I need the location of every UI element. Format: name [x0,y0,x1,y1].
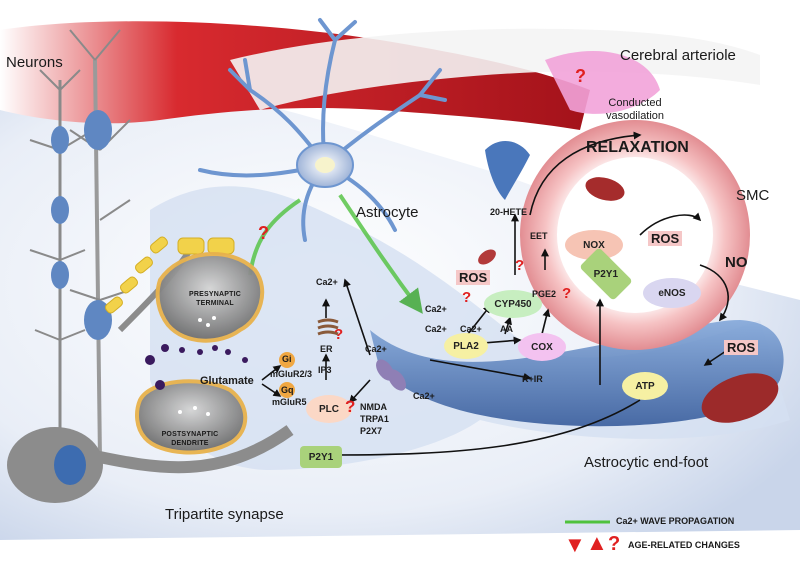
nox-ros-arrow [639,212,702,236]
enos-no-arrow [699,264,729,322]
astrocytic-endfoot-shape [370,320,784,427]
p2y1-bottom-pill: P2Y1 [300,446,342,468]
er-stack [317,318,339,336]
legend-up-arrow-icon: ▲ [586,530,608,555]
legend-age-label: AGE-RELATED CHANGES [628,540,740,550]
tripartite-synapse-label: Tripartite synapse [165,506,284,523]
aa-label: AA [500,324,513,334]
channel-nmda-label: NMDA [360,402,387,412]
glutamate-vesicles [145,344,248,390]
vasodilation-wave [545,51,660,114]
eet-label: EET [530,231,548,241]
ip3-label: IP3 [318,365,332,375]
postsynaptic-dendrite [135,379,248,455]
relaxation-arrow [529,131,642,216]
ca-recept-label: Ca2+ [365,344,387,354]
arteriole-wall [230,28,760,110]
channel-p2x7-label: P2X7 [360,426,383,436]
pla2-pill: PLA2 [444,333,488,359]
neurons-group [7,29,294,503]
ca-mid-label: Ca2+ [413,391,435,401]
no-label: NO [725,254,748,271]
question-ros: ? [462,289,472,306]
relaxation-label: RELAXATION [586,139,689,156]
cerebral-arteriole-label: Cerebral arteriole [620,47,736,64]
legend-wave-label: Ca2+ WAVE PROPAGATION [616,516,735,526]
ros-endfoot-label: ROS [724,340,759,355]
ca-b-label: Ca2+ [425,324,447,334]
legend-down-arrow-icon: ▼ [564,532,586,557]
mglur23-label: mGluR2/3 [270,369,313,379]
conducted-vasodilation-label: Conducted vasodilation [605,97,665,123]
terminal-dots [178,316,216,416]
question-plc: ? [345,397,356,416]
mitochondria [478,177,779,423]
er-label: ER [320,344,333,354]
ros-left-label: ROS [456,270,491,285]
atp-pill: ATP [622,372,668,400]
presynaptic-terminal [155,252,265,343]
question-er: ? [334,326,344,343]
question-astro: ? [258,223,269,243]
channel-ovals [376,359,406,391]
cyp450-pill: CYP450 [484,290,542,318]
gi-label: Gi [282,354,292,364]
astrocytic-endfoot-label: Astrocytic end-foot [584,454,709,471]
plc-pill: PLC [306,395,352,423]
hete-label: 20-HETE [490,207,528,217]
gq-label: Gq [281,385,294,395]
atp-p2y1-arrow [328,399,641,459]
perivascular-process [485,140,530,200]
question-eet: ? [515,257,525,274]
ca-top-label: Ca2+ [316,277,338,287]
ca-a-label: Ca2+ [425,304,447,314]
glutamate-label: Glutamate [200,375,254,387]
ros-smc-label: ROS [648,231,683,246]
enos-pill: eNOS [643,278,701,308]
kir-label: K+IR [522,374,543,384]
ca-c-label: Ca2+ [460,324,482,334]
neurons-label: Neurons [6,54,63,71]
myelin-segments [105,236,235,314]
legend-question-icon: ? [608,533,621,555]
presynaptic-terminal-label: PRESYNAPTIC TERMINAL [189,291,241,308]
mglur5-label: mGluR5 [272,397,307,407]
smc-label: SMC [736,187,770,204]
astrocyte-nucleus [315,157,335,173]
question-conducted: ? [575,66,586,86]
pge2-label: PGE2 [532,289,557,299]
channel-trpa1-label: TRPA1 [360,414,389,424]
postsynaptic-dendrite-label: POSTSYNAPTIC DENDRITE [161,431,219,448]
ca-wave-right [338,193,423,314]
gi-badge [279,352,295,368]
astrocyte-label: Astrocyte [356,204,419,221]
gq-badge [279,382,295,398]
question-pge2: ? [562,285,572,302]
cox-pill: COX [518,333,566,361]
